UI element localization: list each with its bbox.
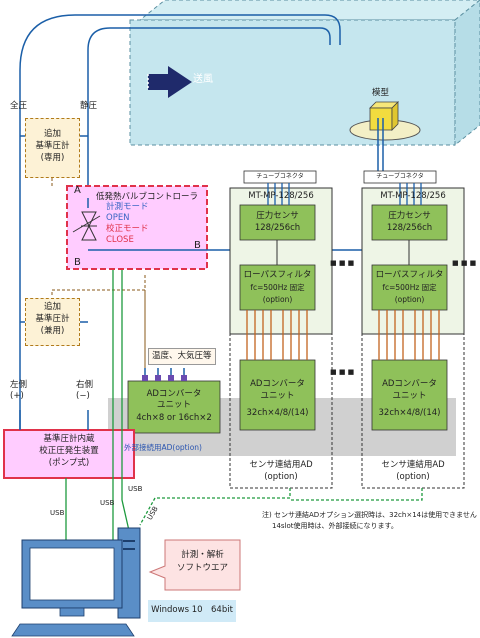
- side-left: 左側: [10, 380, 28, 390]
- module-2-sensor-line1: 圧力センサ: [388, 211, 431, 221]
- note-line2: 14slot使用時は、外部接続になります。: [272, 522, 398, 530]
- valve-close: CLOSE: [106, 235, 134, 245]
- model-label: 模型: [372, 88, 390, 98]
- usb-label-2: USB: [100, 499, 115, 507]
- ref-gauge-top-line3: (専用): [40, 153, 65, 163]
- flow-label: 送風: [193, 74, 213, 85]
- module-1-sensor-line2: 128/256ch: [254, 223, 301, 233]
- pc-icon: [11, 527, 141, 637]
- static-pressure-tube: [87, 27, 331, 250]
- module-1-filter-line2: fc=500Hz 固定: [250, 283, 305, 292]
- model-icon: [349, 101, 421, 141]
- ref-gauge-bottom-line3: (兼用): [40, 326, 65, 336]
- valve-port-a: A: [74, 185, 81, 196]
- module-1-filter-lines: [246, 310, 308, 360]
- ad-main-line1: ADコンバータ: [146, 389, 202, 399]
- module-1-footer-line2: (option): [264, 472, 298, 482]
- usb-label-3: USB: [128, 485, 143, 493]
- ref-gauge-bottom-line2: 基準圧計: [35, 314, 70, 324]
- static-pressure-label: 静圧: [80, 101, 98, 111]
- ref-gauge-top-line2: 基準圧計: [35, 141, 70, 151]
- module-1-tube-connector: チューブコネクタ: [256, 173, 304, 180]
- module-2-ad-line3: 32ch×4/8/(14): [378, 408, 441, 418]
- module-1-title: MT-MP-128/256: [248, 191, 314, 201]
- module-2-filter-line3: (option): [394, 295, 425, 304]
- calibrator-line3: (ポンプ式): [48, 458, 90, 468]
- module-2-filter-line1: ローパスフィルタ: [375, 270, 444, 280]
- calibrator-line1: 基準圧計内蔵: [43, 434, 95, 444]
- module-2: [361, 170, 465, 489]
- module-2-sensor-line2: 128/256ch: [386, 223, 433, 233]
- module-1-filter-line3: (option): [262, 295, 293, 304]
- valve-mode-measure: 計測モード: [106, 202, 149, 212]
- side-left-sign: (+): [10, 391, 24, 401]
- side-right-sign: (−): [76, 391, 90, 401]
- calibrator-line2: 校正圧発生装置: [39, 446, 99, 456]
- usb-label-1: USB: [50, 509, 65, 517]
- ellipsis-3: ■ ■ ■: [452, 259, 477, 267]
- ref-gauge-bottom: 追加 基準圧計 (兼用): [25, 298, 80, 346]
- software-callout: [148, 539, 241, 591]
- module-1-filter-line1: ローパスフィルタ: [243, 270, 312, 280]
- tube-connector-lines: [267, 183, 422, 205]
- valve-icon: [72, 211, 101, 241]
- airflow-arrow-icon: [147, 66, 192, 98]
- module-2-footer-line2: (option): [396, 472, 430, 482]
- valve-port-b-right: B: [194, 240, 201, 251]
- ref-gauge-bottom-line1: 追加: [43, 302, 61, 312]
- module-1-ad-line1: ADコンバータ: [250, 379, 305, 389]
- os-label: Windows 10 64bit: [151, 605, 233, 615]
- module-2-tube-connector: チューブコネクタ: [376, 173, 424, 180]
- ellipsis-1: ■ ■ ■: [330, 259, 355, 267]
- usb-cables: [65, 270, 423, 546]
- os-label-box: [148, 600, 236, 622]
- wind-tunnel: [129, 0, 480, 147]
- temp-sensor-inputs: [142, 368, 187, 381]
- ad-converter-main-box: [127, 380, 221, 434]
- module-1-ad-line2: ユニット: [260, 391, 295, 401]
- ad-main-line2: ユニット: [156, 400, 191, 410]
- calibrator-box: [3, 429, 135, 479]
- module-2-filter-line2: fc=500Hz 固定: [382, 283, 437, 292]
- module-1-sensor-line1: 圧力センサ: [256, 211, 299, 221]
- valve-open: OPEN: [106, 213, 130, 223]
- valve-controller-box: [66, 185, 208, 270]
- module-2-ad-line2: ユニット: [392, 391, 427, 401]
- module-1: [229, 170, 333, 489]
- module-1-footer-line1: センサ連結用AD: [249, 460, 313, 470]
- temp-sensors-label: 温度、大気圧等: [148, 348, 216, 365]
- ref-gauge-tube: [20, 135, 88, 323]
- module-2-footer-line1: センサ連結用AD: [381, 460, 445, 470]
- module-2-ad-line1: ADコンバータ: [382, 379, 437, 389]
- ellipsis-2: ■ ■ ■: [330, 368, 355, 376]
- software-line2: ソフトウエア: [176, 563, 228, 573]
- total-pressure-tube: [19, 14, 341, 470]
- ad-main-line3: 4ch×8 or 16ch×2: [136, 413, 212, 423]
- module-1-ad-line3: 32ch×4/8/(14): [246, 408, 309, 418]
- module-2-filter-lines: [378, 310, 440, 360]
- valve-port-b: B: [74, 257, 81, 268]
- module-2-title: MT-MP-128/256: [380, 191, 446, 201]
- external-ad-label: 外部接続用AD(option): [124, 443, 202, 452]
- total-pressure-label: 全圧: [10, 101, 28, 111]
- note-line1: 注) センサ連結ADオプション選択時は、32ch×14は使用できません: [262, 511, 477, 519]
- ref-gauge-top: 追加 基準圧計 (専用): [25, 118, 80, 178]
- valve-mode-calibrate: 校正モード: [106, 224, 149, 234]
- valve-title: 低発熱バルブコントローラ: [96, 192, 199, 202]
- ref-gauge-top-line1: 追加: [43, 129, 61, 139]
- software-line1: 計測・解析: [181, 550, 224, 560]
- side-right: 右側: [76, 380, 94, 390]
